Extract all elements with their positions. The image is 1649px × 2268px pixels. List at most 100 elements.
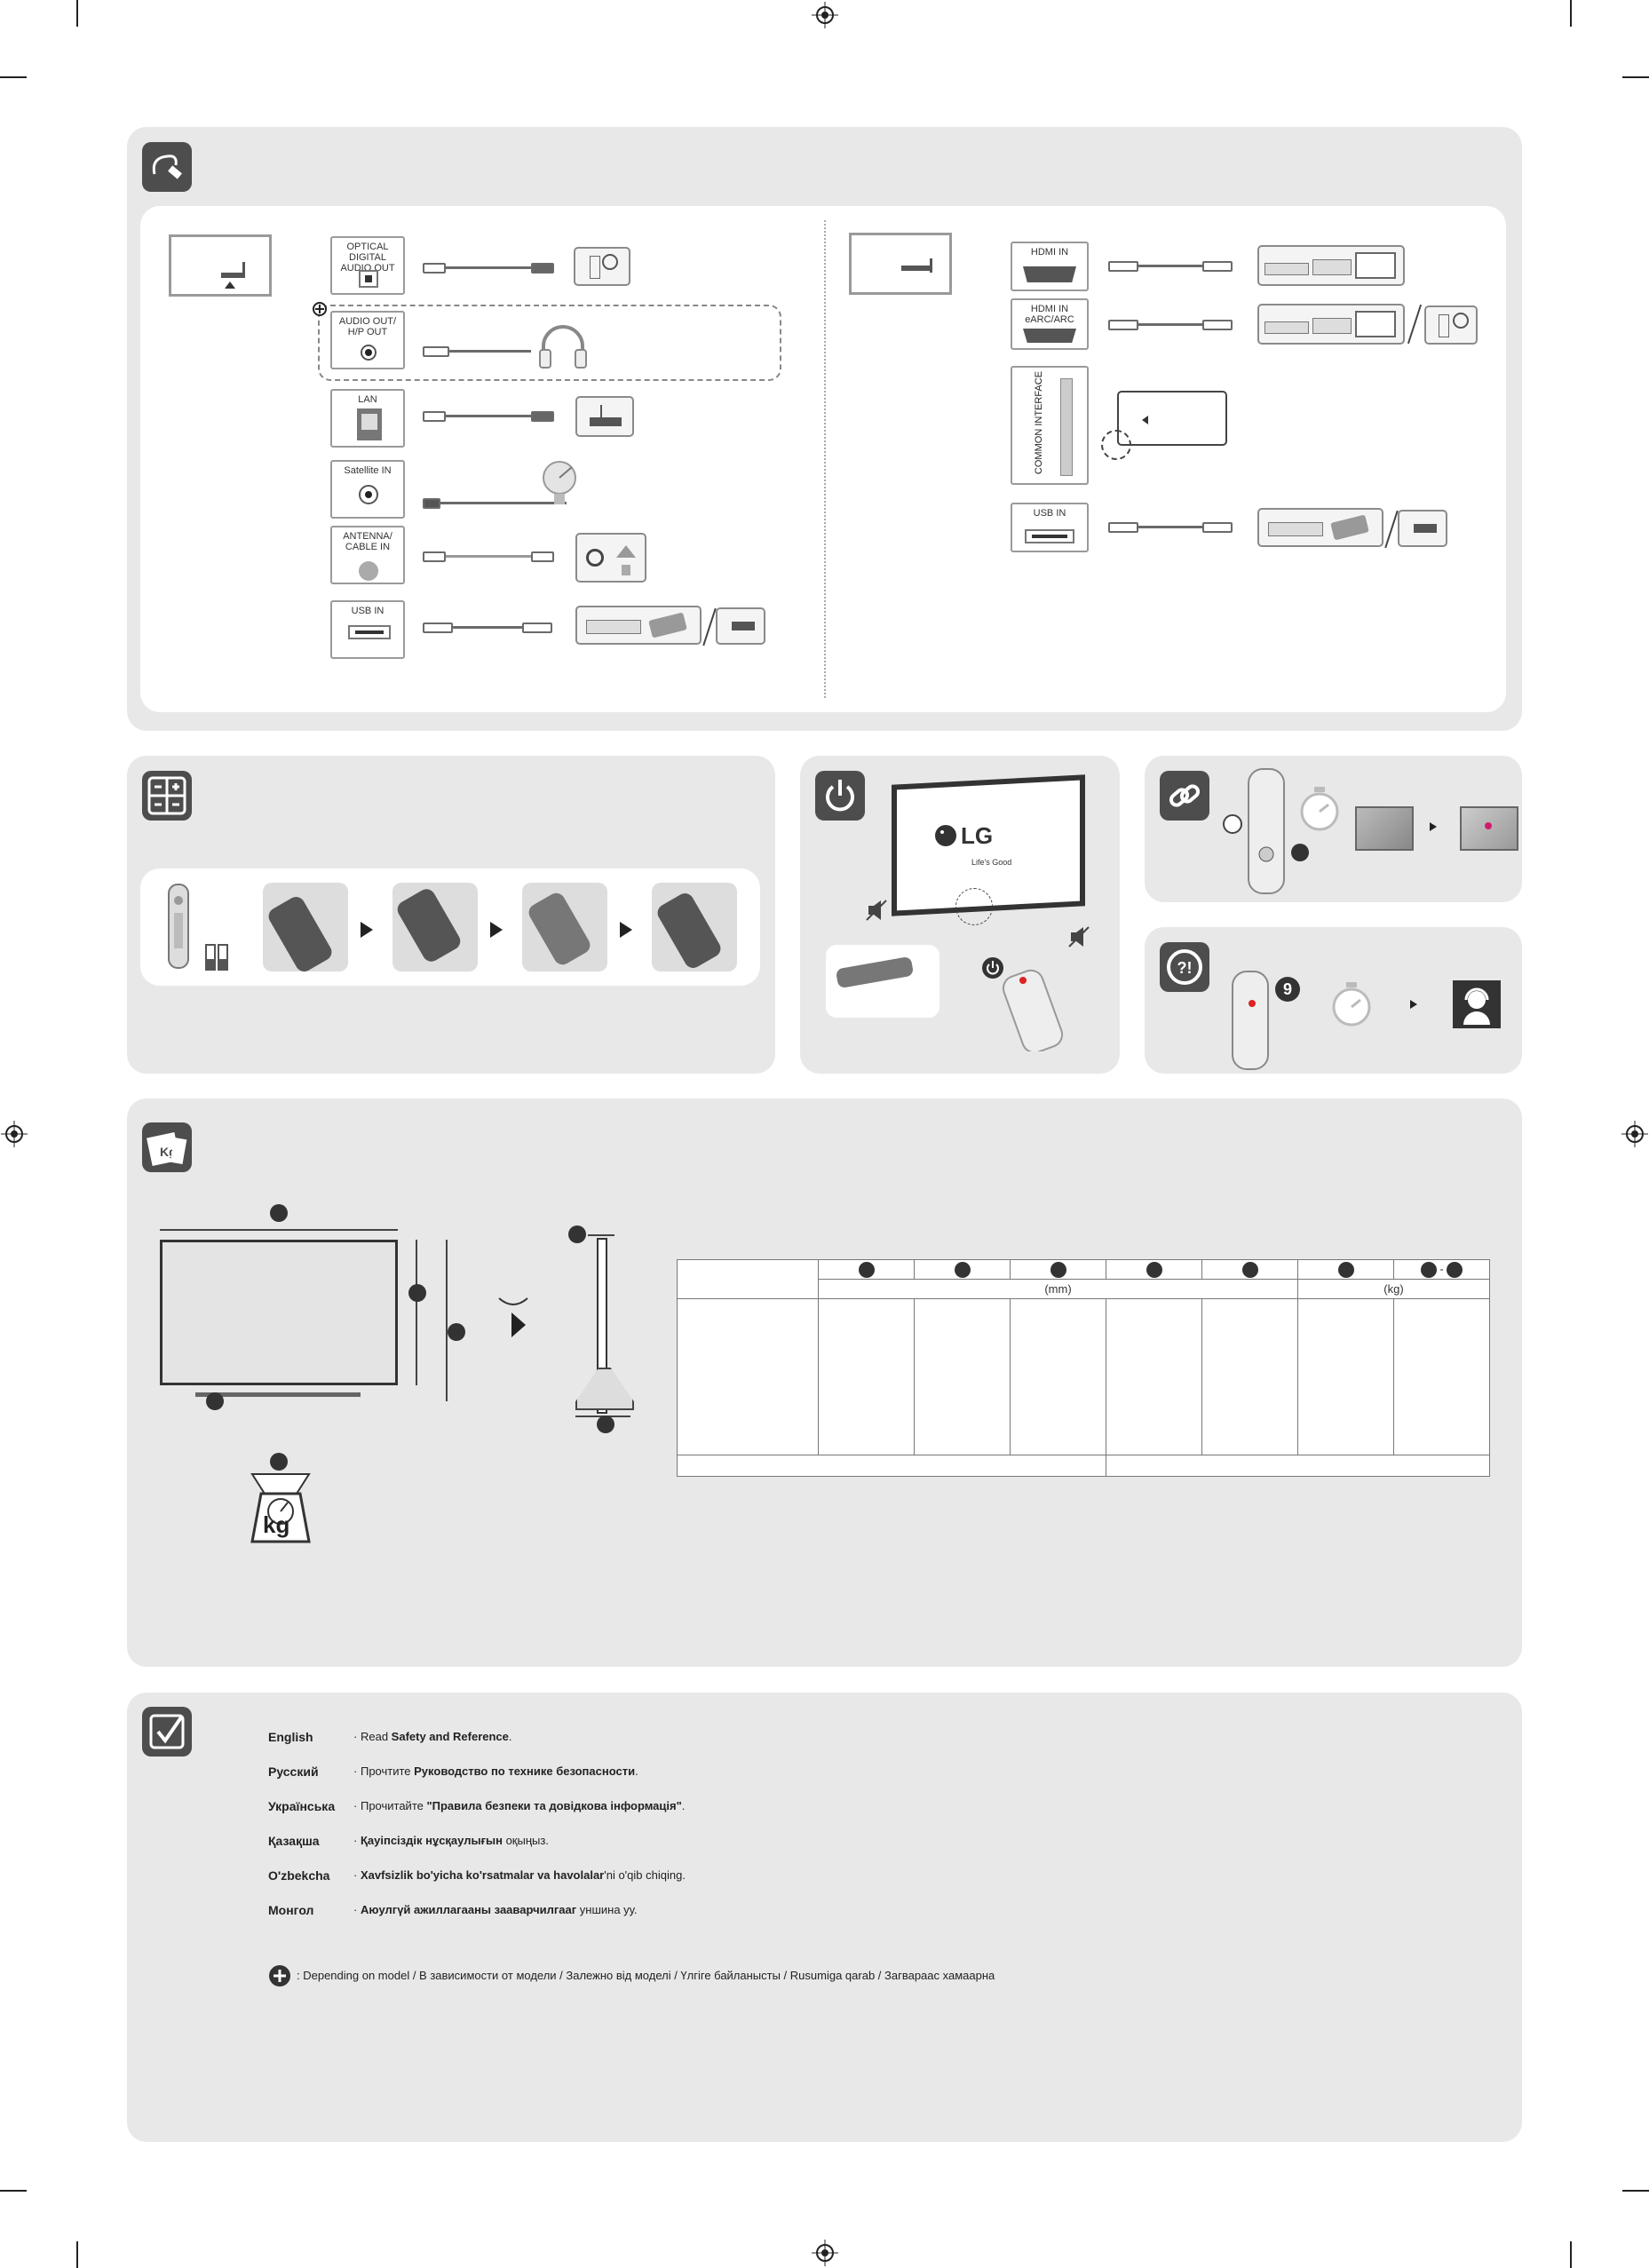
safety-text: · Аюулгүй ажиллагааны зааварчилгааг унши… [353,1903,637,1916]
av-devices-icon [1257,245,1405,286]
checklist-icon [142,1707,192,1757]
dimension-marker [448,1323,465,1341]
soundbar-device-icon [574,247,630,286]
crop-mark [1622,76,1649,78]
cable [440,502,567,504]
cable [449,350,531,353]
sound-icon [866,900,887,921]
port-lan: LAN [330,389,405,448]
number-badge: 9 [1275,977,1300,1002]
tv-front-image [160,1240,398,1385]
lang-label: O'zbekcha [268,1868,330,1883]
remote-icon [168,884,189,969]
bullet: · [353,1868,358,1882]
port-label: HDMI IN eARC/ARC [1025,304,1074,325]
antenna-port-icon [359,561,378,581]
ci-card-icon [1117,391,1227,446]
lang-label: English [268,1730,313,1744]
port-satellite: Satellite IN [330,460,405,519]
dimension-marker [270,1204,288,1222]
lan-plug-icon [531,411,554,422]
optical-port-icon [359,270,378,288]
height-dimension-line [416,1240,417,1385]
hdmi-plug-icon [1202,320,1233,330]
cable [453,626,522,629]
cable [446,415,531,417]
arrow-right-icon [1410,1000,1417,1009]
lan-port-icon [357,408,382,440]
headphone-port-icon [361,345,377,361]
satellite-port-icon [359,485,378,504]
safety-text: · Read Safety and Reference. [353,1730,512,1743]
help-icon: ?! [1160,942,1209,992]
lg-logo-icon [935,825,956,846]
rotate-arrow-icon [498,1297,528,1337]
lg-tagline: Life's Good [971,858,1012,867]
tv-back-icon [169,234,272,297]
dimension-marker [206,1392,224,1410]
safety-doc-title: Safety and Reference [391,1730,509,1743]
lang-label: Українська [268,1799,336,1813]
lan-plug-icon [423,411,446,422]
hdmi-plug-icon [1108,261,1138,272]
f-connector-icon [423,498,440,509]
cable-connection-icon [142,142,192,192]
port-label: COMMON INTERFACE [1034,370,1044,475]
tv-back-icon [849,233,952,295]
registration-mark-icon [1621,1121,1648,1147]
cable [1138,526,1202,528]
cable [446,266,531,269]
port-label: AUDIO OUT/ H/P OUT [338,316,397,337]
port-usb: USB IN [330,600,405,659]
port-hdmi-arc: HDMI IN eARC/ARC [1011,298,1089,350]
hdmi-port-icon [1023,266,1076,282]
router-device-icon [575,396,634,437]
usb-stick-device-icon [1398,510,1447,547]
usb-port-icon [348,625,391,639]
coax-plug-icon [531,551,554,562]
lang-label: Русский [268,1764,319,1779]
cable [1138,323,1202,326]
safety-text: · Xavfsizlik bo'yicha ko'rsatmalar va ha… [353,1868,686,1882]
port-antenna: ANTENNA/ CABLE IN [330,526,405,584]
satellite-dish-icon [543,461,576,504]
range-dash: - [1439,1261,1444,1275]
step-insert-batteries-image [522,883,607,971]
tv-off-image [1355,806,1414,851]
port-label: USB IN [1033,508,1066,519]
safety-post: . [681,1799,686,1812]
dimension-marker [270,1453,288,1471]
coax-plug-icon [423,551,446,562]
port-common-interface: COMMON INTERFACE [1011,366,1089,485]
hdmi-plug-icon [1202,261,1233,272]
optical-plug-icon [531,263,554,274]
safety-post: . [508,1730,512,1743]
port-audio-out: AUDIO OUT/ H/P OUT [330,311,405,369]
crop-mark [0,2190,27,2192]
crop-mark [76,2241,78,2268]
batteries-icon [205,944,228,971]
usb-plug-icon [522,623,552,633]
bullet: · [353,1903,358,1916]
safety-post: 'ni o'qib chiqing. [604,1868,686,1882]
lg-logo-text: LG [961,822,994,849]
width-dimension-line [160,1229,398,1231]
safety-doc-title: Xavfsizlik bo'yicha ko'rsatmalar va havo… [360,1868,605,1882]
ci-slot-highlight [1101,430,1131,460]
crop-mark [76,0,78,27]
crop-mark [0,76,27,78]
safety-pre: Read [360,1730,392,1743]
port-hdmi: HDMI IN [1011,242,1089,291]
crop-mark [1622,2190,1649,2192]
arrow-right-icon [490,922,503,938]
sound-icon [1068,926,1090,948]
height-with-stand-line [446,1240,448,1401]
power-icon [815,771,865,821]
port-usb: USB IN [1011,503,1089,552]
link-icon [1160,771,1209,821]
usb-plug-icon [423,623,453,633]
optical-plug-icon [423,263,446,274]
port-label: Satellite IN [344,465,392,476]
dimension-marker [568,1225,586,1243]
battery-icon [142,771,192,821]
